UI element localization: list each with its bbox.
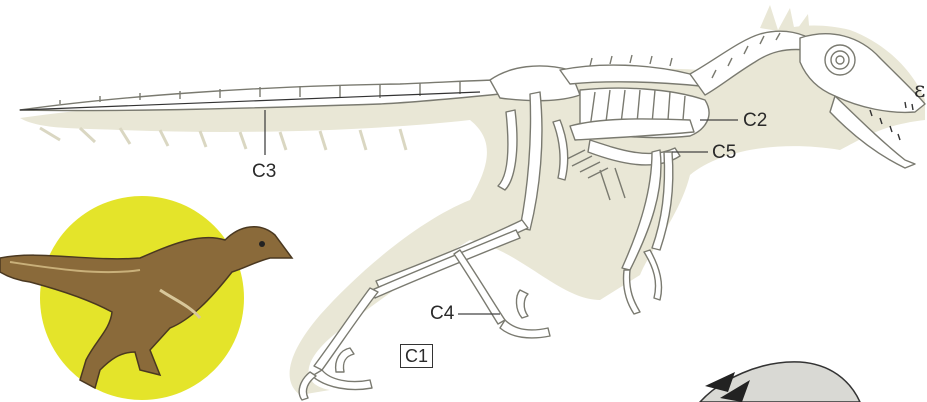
background-leg	[454, 250, 505, 324]
eye-socket	[825, 45, 855, 75]
label-c5: C5	[712, 143, 736, 162]
label-c1: C1	[400, 344, 433, 368]
edge-glyph: ε	[914, 80, 925, 102]
label-c2: C2	[743, 111, 767, 130]
foot	[312, 370, 372, 390]
bird-fragment	[700, 362, 860, 402]
sickle-claw	[336, 348, 354, 372]
background-sickle-claw	[516, 290, 528, 318]
label-c4: C4	[430, 304, 454, 323]
label-c3: C3	[252, 162, 276, 181]
